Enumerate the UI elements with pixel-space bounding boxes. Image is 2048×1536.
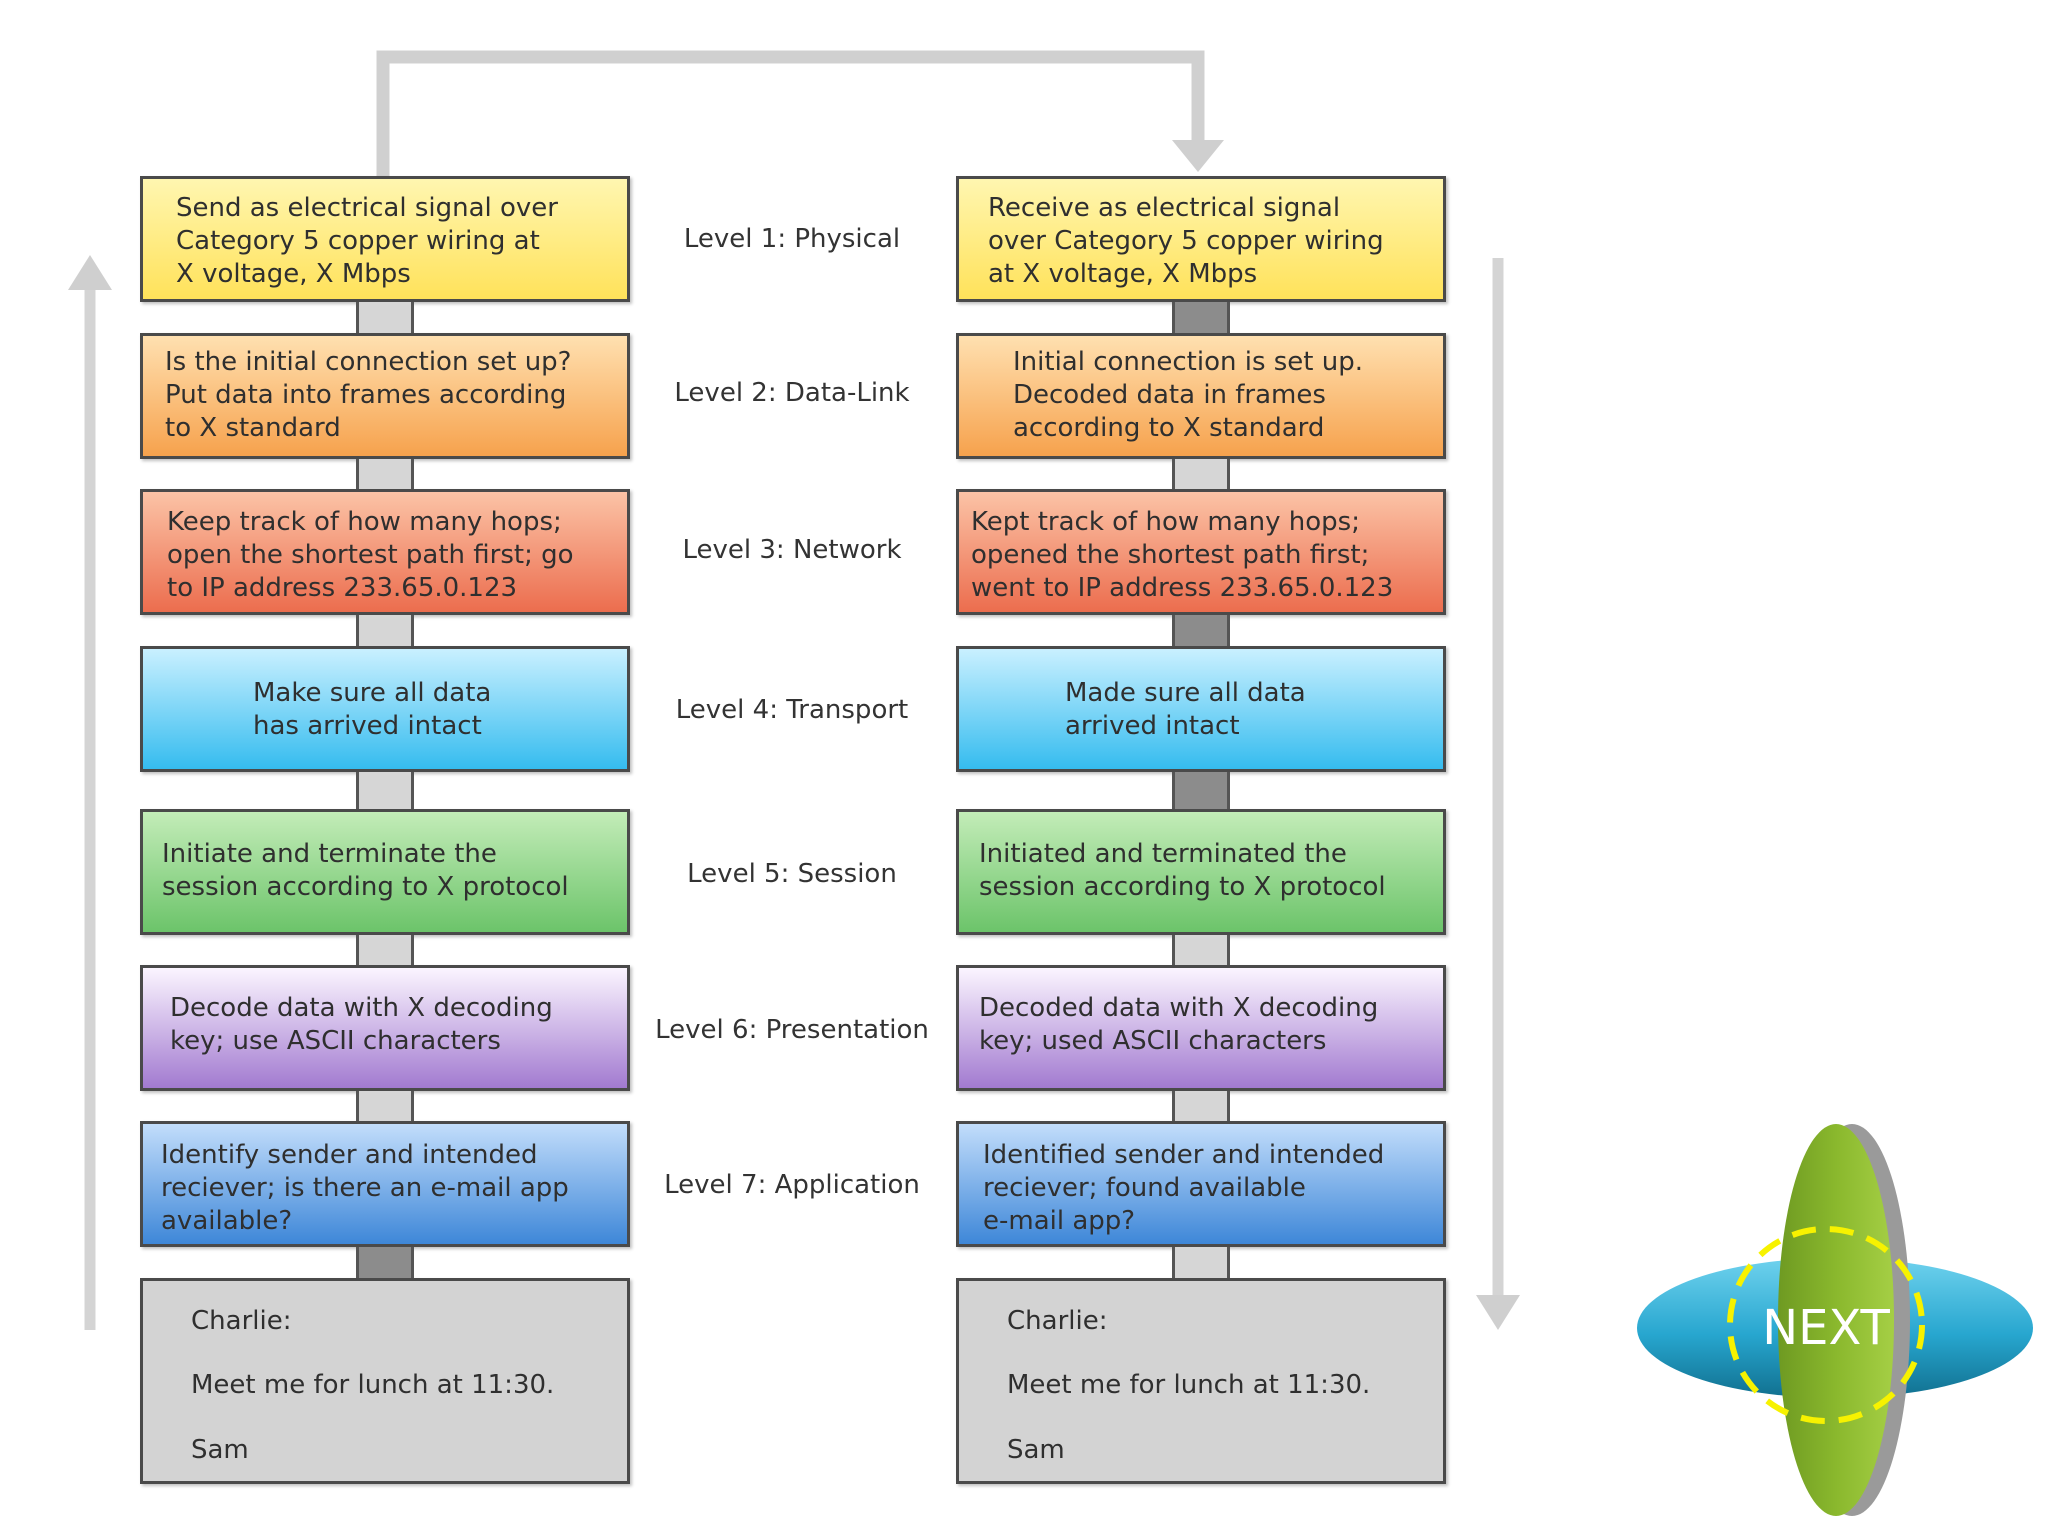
sender-message-box: Charlie: Meet me for lunch at 11:30. Sam [140,1278,630,1484]
sender-presentation-text: Decode data with X decoding key; use ASC… [170,993,553,1056]
sender-connector-2 [356,459,414,489]
sender-transport-text: Make sure all data has arrived intact [253,678,492,741]
receiver-network-box: Kept track of how many hops; opened the … [956,489,1446,615]
receiver-connector-6 [1172,1091,1230,1121]
top-transfer-arrow [376,50,1205,180]
sender-physical-box: Send as electrical signal over Category … [140,176,630,302]
level-label-1: Level 1: Physical [683,224,901,254]
sender-presentation-box: Decode data with X decoding key; use ASC… [140,965,630,1091]
receiver-connector-3 [1172,615,1230,646]
receiver-connector-4 [1172,772,1230,809]
receiver-connector-2 [1172,459,1230,489]
level-label-4: Level 4: Transport [675,695,909,725]
top-transfer-arrowhead [1172,140,1224,172]
sender-application-box: Identify sender and intended reciever; i… [140,1121,630,1247]
receiver-presentation-box: Decoded data with X decoding key; used A… [956,965,1446,1091]
receiver-application-text: Identified sender and intended reciever;… [983,1140,1385,1236]
sender-connector-6 [356,1091,414,1121]
receiver-transport-box: Made sure all data arrived intact [956,646,1446,772]
receiver-data-link-text: Initial connection is set up. Decoded da… [1013,347,1364,443]
receiver-presentation-text: Decoded data with X decoding key; used A… [979,993,1379,1056]
sender-session-box: Initiate and terminate the session accor… [140,809,630,935]
receiver-connector-1 [1172,302,1230,333]
next-button-graphic [1637,1124,2033,1516]
next-dashed-ring [1727,1226,1925,1424]
receiver-physical-text: Receive as electrical signal over Catego… [988,193,1384,289]
receiver-session-text: Initiated and terminated the session acc… [979,839,1386,902]
receiver-connector-5 [1172,935,1230,965]
sender-transport-box: Make sure all data has arrived intact [140,646,630,772]
sender-session-text: Initiate and terminate the session accor… [162,839,569,902]
next-button-label: NEXT [1762,1300,1890,1356]
receiver-message-from: Charlie: [1007,1306,1108,1336]
left-up-arrowhead [68,255,112,290]
next-button[interactable]: NEXT [1630,1120,2040,1530]
sender-connector-7 [356,1247,414,1278]
level-label-7: Level 7: Application [664,1170,920,1200]
receiver-transport-text: Made sure all data arrived intact [1065,678,1306,741]
sender-connector-3 [356,615,414,646]
sender-message-sign: Sam [191,1435,249,1465]
sender-message-body: Meet me for lunch at 11:30. [191,1370,555,1400]
sender-data-link-text: Is the initial connection set up? Put da… [165,347,572,443]
receiver-message-body: Meet me for lunch at 11:30. [1007,1370,1371,1400]
level-label-5: Level 5: Session [687,859,897,889]
level-label-6: Level 6: Presentation [655,1015,929,1045]
receiver-session-box: Initiated and terminated the session acc… [956,809,1446,935]
right-down-arrowhead [1476,1295,1520,1330]
sender-network-box: Keep track of how many hops; open the sh… [140,489,630,615]
sender-message-from: Charlie: [191,1306,292,1336]
receiver-application-box: Identified sender and intended reciever;… [956,1121,1446,1247]
sender-connector-1 [356,302,414,333]
receiver-message-sign: Sam [1007,1435,1065,1465]
level-label-2: Level 2: Data-Link [674,378,910,408]
receiver-physical-box: Receive as electrical signal over Catego… [956,176,1446,302]
sender-application-text: Identify sender and intended reciever; i… [161,1140,569,1236]
sender-connector-5 [356,935,414,965]
sender-physical-text: Send as electrical signal over Category … [176,193,558,289]
receiver-data-link-box: Initial connection is set up. Decoded da… [956,333,1446,459]
receiver-network-text: Kept track of how many hops; opened the … [971,507,1394,603]
level-label-3: Level 3: Network [682,535,902,565]
sender-network-text: Keep track of how many hops; open the sh… [167,507,574,603]
sender-data-link-box: Is the initial connection set up? Put da… [140,333,630,459]
receiver-message-box: Charlie: Meet me for lunch at 11:30. Sam [956,1278,1446,1484]
sender-connector-4 [356,772,414,809]
receiver-connector-7 [1172,1247,1230,1278]
